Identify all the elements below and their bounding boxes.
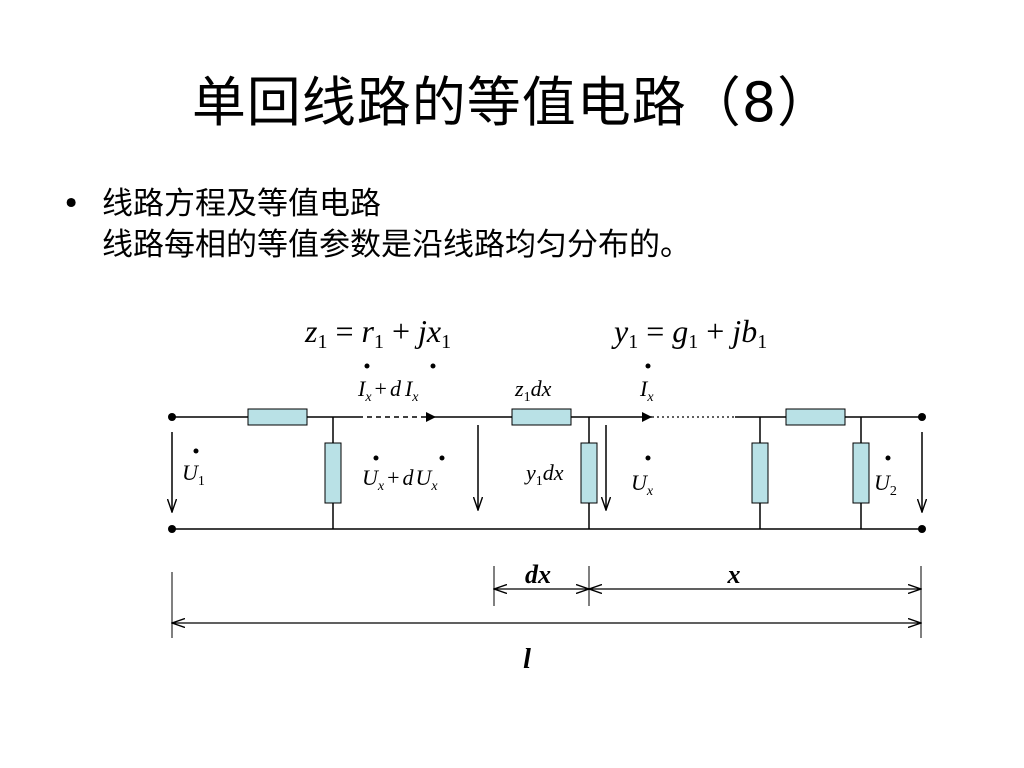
dimension-label-l: l — [523, 644, 531, 675]
current-arrowhead — [426, 412, 436, 422]
shunt-admittance — [852, 417, 870, 529]
bullet-text: 线路方程及等值电路 线路每相的等值参数是沿线路均匀分布的。 — [102, 184, 691, 266]
bullet-line-1: 线路方程及等值电路 — [102, 186, 381, 222]
dimension-label-dx: dx — [525, 560, 551, 589]
z-formula: z1 = r1 + jx1 — [304, 313, 451, 353]
svg-text:U2: U2 — [874, 470, 897, 499]
voltage-label-u2: U2 — [874, 455, 897, 499]
label-y1dx: y1dx — [524, 460, 564, 489]
series-impedance — [785, 408, 846, 426]
current-label-ix: Ix — [639, 363, 654, 405]
voltage-label-ux-dux: Ux+dUx — [362, 455, 445, 494]
svg-text:Ux: Ux — [631, 470, 654, 499]
dimension-label-x: x — [727, 560, 741, 589]
svg-text:Ix+dIx: Ix+dIx — [357, 376, 419, 405]
bullet-line-2: 线路每相的等值参数是沿线路均匀分布的。 — [102, 227, 691, 263]
shunt-admittance — [751, 417, 769, 529]
terminal-node — [168, 525, 176, 533]
terminal-node — [918, 413, 926, 421]
voltage-label-ux: Ux — [631, 455, 654, 499]
shunt-admittance-y1dx — [580, 417, 598, 529]
svg-text:Ux+dUx: Ux+dUx — [362, 465, 438, 494]
svg-text:Ix: Ix — [639, 376, 654, 405]
bullet-marker: • — [62, 186, 81, 222]
series-impedance — [247, 408, 308, 426]
terminal-node — [168, 413, 176, 421]
terminal-node — [918, 525, 926, 533]
label-z1dx: z1dx — [514, 376, 552, 405]
slide-title: 单回线路的等值电路（8） — [191, 71, 833, 134]
shunt-admittance — [324, 417, 342, 529]
current-arrowhead — [642, 412, 652, 422]
voltage-label-u1: U1 — [182, 448, 205, 489]
svg-text:U1: U1 — [182, 460, 205, 489]
y-formula: y1 = g1 + jb1 — [611, 313, 767, 353]
series-impedance-z1dx — [511, 408, 572, 426]
